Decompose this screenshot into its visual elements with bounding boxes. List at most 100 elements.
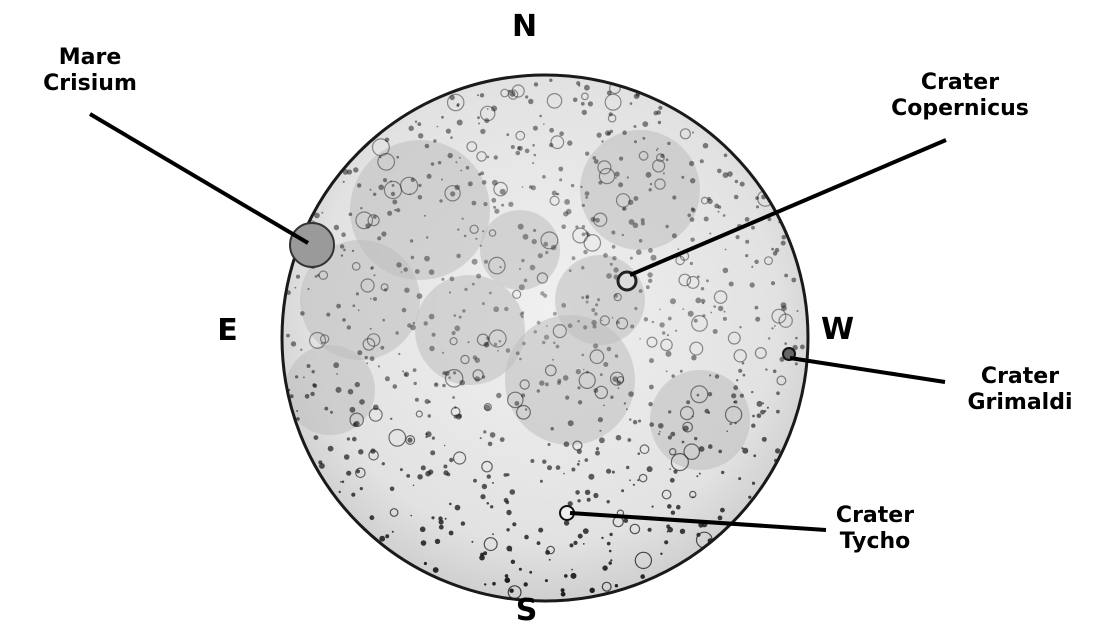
surface-speckle <box>642 121 648 127</box>
surface-speckle <box>418 184 421 187</box>
surface-speckle <box>415 121 417 123</box>
surface-speckle <box>639 289 643 293</box>
surface-speckle <box>634 125 637 128</box>
surface-speckle <box>572 256 576 260</box>
surface-speckle <box>734 195 739 200</box>
surface-speckle <box>390 180 392 182</box>
surface-speckle <box>609 561 612 564</box>
surface-speckle <box>607 91 612 96</box>
mare-patch <box>285 345 375 435</box>
surface-speckle <box>539 115 542 118</box>
surface-speckle <box>441 278 444 281</box>
surface-speckle <box>491 198 496 203</box>
surface-speckle <box>494 209 499 214</box>
surface-speckle <box>628 391 634 397</box>
surface-speckle <box>733 401 735 403</box>
surface-speckle <box>476 274 481 279</box>
surface-speckle <box>571 569 573 571</box>
surface-speckle <box>506 546 512 552</box>
surface-speckle <box>672 233 677 238</box>
surface-speckle <box>611 231 615 235</box>
surface-speckle <box>318 460 322 464</box>
surface-speckle <box>521 316 524 319</box>
surface-speckle <box>581 102 585 106</box>
grimaldi-label: Crater Grimaldi <box>955 364 1085 416</box>
surface-speckle <box>449 291 451 293</box>
surface-speckle <box>533 229 536 232</box>
surface-speckle <box>672 195 676 199</box>
surface-speckle <box>343 249 346 252</box>
surface-speckle <box>628 200 633 205</box>
surface-speckle <box>456 254 461 259</box>
surface-speckle <box>400 468 403 471</box>
surface-speckle <box>646 172 652 178</box>
surface-speckle <box>718 450 722 454</box>
surface-speckle <box>346 471 351 476</box>
surface-speckle <box>613 267 618 272</box>
surface-speckle <box>576 81 580 85</box>
surface-speckle <box>745 217 750 222</box>
surface-speckle <box>568 323 573 328</box>
surface-speckle <box>626 466 629 469</box>
copernicus-label: Crater Copernicus <box>880 70 1040 122</box>
surface-speckle <box>586 371 589 374</box>
surface-speckle <box>623 518 628 523</box>
surface-speckle <box>578 460 580 462</box>
surface-speckle <box>690 238 694 242</box>
surface-speckle <box>382 462 385 465</box>
surface-speckle <box>373 297 377 301</box>
surface-speckle <box>577 499 580 502</box>
surface-speckle <box>385 534 389 538</box>
surface-speckle <box>673 470 677 474</box>
surface-speckle <box>639 239 643 243</box>
surface-speckle <box>459 316 462 319</box>
surface-speckle <box>745 240 749 244</box>
surface-speckle <box>382 319 385 322</box>
surface-speckle <box>615 584 618 587</box>
surface-speckle <box>660 553 662 555</box>
surface-speckle <box>581 296 584 299</box>
surface-speckle <box>396 156 399 159</box>
surface-speckle <box>487 108 489 110</box>
surface-speckle <box>552 191 557 196</box>
surface-speckle <box>629 479 631 481</box>
surface-speckle <box>557 193 560 196</box>
surface-speckle <box>542 341 546 345</box>
surface-speckle <box>795 362 798 365</box>
surface-speckle <box>341 254 343 256</box>
surface-speckle <box>676 505 681 510</box>
surface-speckle <box>697 394 700 397</box>
surface-speckle <box>511 560 515 564</box>
mare-patch <box>650 370 750 470</box>
surface-speckle <box>417 293 423 299</box>
surface-speckle <box>591 308 595 312</box>
surface-speckle <box>415 398 419 402</box>
surface-speckle <box>532 239 537 244</box>
surface-speckle <box>591 320 596 325</box>
surface-speckle <box>664 540 668 544</box>
surface-speckle <box>564 441 570 447</box>
surface-speckle <box>622 130 627 135</box>
surface-speckle <box>428 414 431 417</box>
surface-speckle <box>360 207 362 209</box>
surface-speckle <box>751 391 753 393</box>
surface-speckle <box>497 350 499 352</box>
surface-speckle <box>660 154 664 158</box>
surface-speckle <box>748 496 751 499</box>
surface-speckle <box>606 273 612 279</box>
surface-speckle <box>377 236 381 240</box>
surface-speckle <box>718 211 720 213</box>
surface-speckle <box>349 213 353 217</box>
surface-speckle <box>396 208 400 212</box>
surface-speckle <box>775 448 780 453</box>
surface-speckle <box>421 540 427 546</box>
surface-speckle <box>340 481 342 483</box>
surface-speckle <box>754 260 758 264</box>
surface-speckle <box>404 373 407 376</box>
tycho-label-line1: Crater <box>820 503 930 529</box>
surface-speckle <box>505 500 509 504</box>
surface-speckle <box>764 410 766 412</box>
surface-speckle <box>659 322 664 327</box>
surface-speckle <box>634 307 637 310</box>
surface-speckle <box>525 408 527 410</box>
